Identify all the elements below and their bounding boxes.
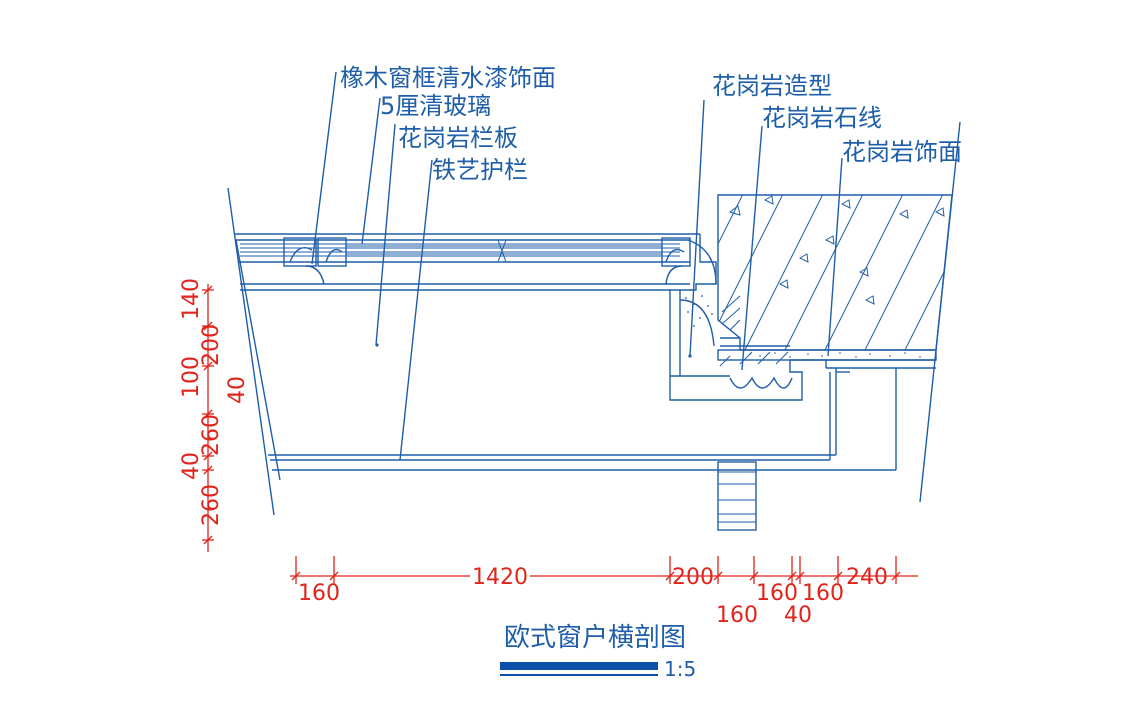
wall-line-right (919, 121, 961, 503)
baluster-block (717, 461, 757, 531)
dim-v-260b: 260 (199, 484, 224, 526)
vertical-dimensions (202, 284, 214, 552)
dim-h-40: 40 (784, 603, 812, 628)
label-granite-moulding: 花岗岩石线 (762, 104, 882, 132)
window-frame (234, 233, 700, 291)
wall-line-left-inner (235, 239, 281, 481)
dim-h-160a: 160 (298, 581, 340, 606)
label-iron-railing: 铁艺护栏 (432, 156, 528, 184)
label-oak-frame: 橡木窗框清水漆饰面 (340, 64, 556, 92)
dim-v-100: 100 (179, 356, 204, 398)
scale-text: 1:5 (664, 657, 696, 681)
dim-v-40b: 40 (179, 452, 204, 480)
dim-v-40a: 40 (225, 376, 250, 404)
dim-h-1420: 1420 (472, 565, 528, 590)
balustrade (268, 368, 897, 471)
horizontal-dimensions (290, 556, 918, 584)
label-clear-glass: 5厘清玻璃 (380, 92, 491, 120)
dim-v-140: 140 (179, 278, 204, 320)
dim-h-160c: 160 (802, 581, 844, 606)
leader-lines (311, 71, 843, 461)
granite-block (717, 194, 953, 369)
scale-bar (500, 662, 658, 670)
label-granite-finish: 花岗岩饰面 (842, 138, 962, 166)
dim-h-160b: 160 (756, 581, 798, 606)
label-granite-shape: 花岗岩造型 (712, 72, 832, 100)
dim-h-200: 200 (672, 565, 714, 590)
dim-h-240: 240 (846, 565, 888, 590)
dim-v-260a: 260 (199, 414, 224, 456)
dim-h-160d: 160 (716, 603, 758, 628)
granite-moulding (669, 234, 803, 401)
label-granite-panel: 花岗岩栏板 (398, 124, 518, 152)
wall-line-left-outer (227, 187, 275, 516)
dim-v-200: 200 (199, 324, 224, 366)
drawing-title: 欧式窗户横剖图 (504, 623, 686, 653)
